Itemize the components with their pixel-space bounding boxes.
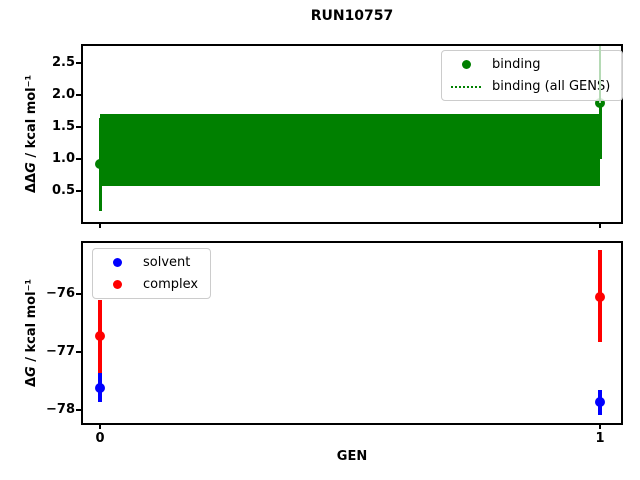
legend-marker-cell (101, 258, 133, 267)
legend-entry-binding: binding (450, 56, 610, 73)
bottom-legend: solvent complex (92, 248, 212, 299)
solvent-point (595, 397, 605, 408)
complex-point (95, 331, 105, 342)
y-tick-mark (76, 293, 83, 296)
y-tick-mark (76, 408, 83, 411)
y-tick-mark (76, 93, 83, 96)
y-tick-label: 0.5 (51, 183, 75, 199)
figure-title: RUN10757 (310, 8, 394, 24)
y-tick-label: −78 (46, 401, 75, 417)
y-tick-mark (76, 158, 83, 161)
x-tick-mark (99, 423, 101, 429)
x-tick-label: 1 (595, 431, 605, 446)
y-tick-label: 2.5 (51, 54, 75, 70)
complex-dot-icon (112, 280, 122, 289)
top-legend: binding binding (all GENS) (441, 50, 624, 101)
y-tick-label: 1.0 (51, 151, 75, 167)
y-tick-label: −77 (46, 344, 75, 360)
x-tick-mark (599, 222, 601, 228)
legend-marker-cell (101, 280, 133, 289)
y-tick-label: −76 (46, 286, 75, 302)
confidence-band (100, 114, 600, 187)
y-tick-mark (76, 351, 83, 354)
y-tick-label: 1.5 (51, 118, 75, 134)
legend-marker-cell (450, 60, 482, 69)
legend-label-binding: binding (492, 57, 541, 72)
y-tick-label: 2.0 (51, 86, 75, 102)
legend-label-solvent: solvent (143, 255, 191, 270)
x-tick-mark (599, 423, 601, 429)
x-tick-mark (99, 222, 101, 228)
binding-dot-icon (461, 60, 471, 69)
legend-label-binding-all-gens: binding (all GENS) (492, 79, 611, 94)
x-tick-label: 0 (95, 431, 105, 446)
legend-entry-solvent: solvent (101, 254, 198, 271)
y-tick-mark (76, 190, 83, 193)
legend-label-complex: complex (143, 277, 199, 292)
dotted-line-icon (451, 85, 481, 88)
binding-point (595, 97, 605, 108)
clipped-error-bar (599, 46, 601, 103)
y-tick-mark (76, 125, 83, 128)
legend-marker-cell (450, 85, 482, 88)
y-tick-mark (76, 61, 83, 64)
binding-point (95, 159, 105, 170)
solvent-dot-icon (112, 258, 122, 267)
x-axis-label: GEN (336, 449, 368, 464)
binding-error-bar (598, 102, 602, 160)
legend-entry-complex: complex (101, 276, 198, 293)
legend-entry-binding-all-gens: binding (all GENS) (450, 78, 610, 95)
complex-point (595, 292, 605, 303)
solvent-point (95, 383, 105, 394)
